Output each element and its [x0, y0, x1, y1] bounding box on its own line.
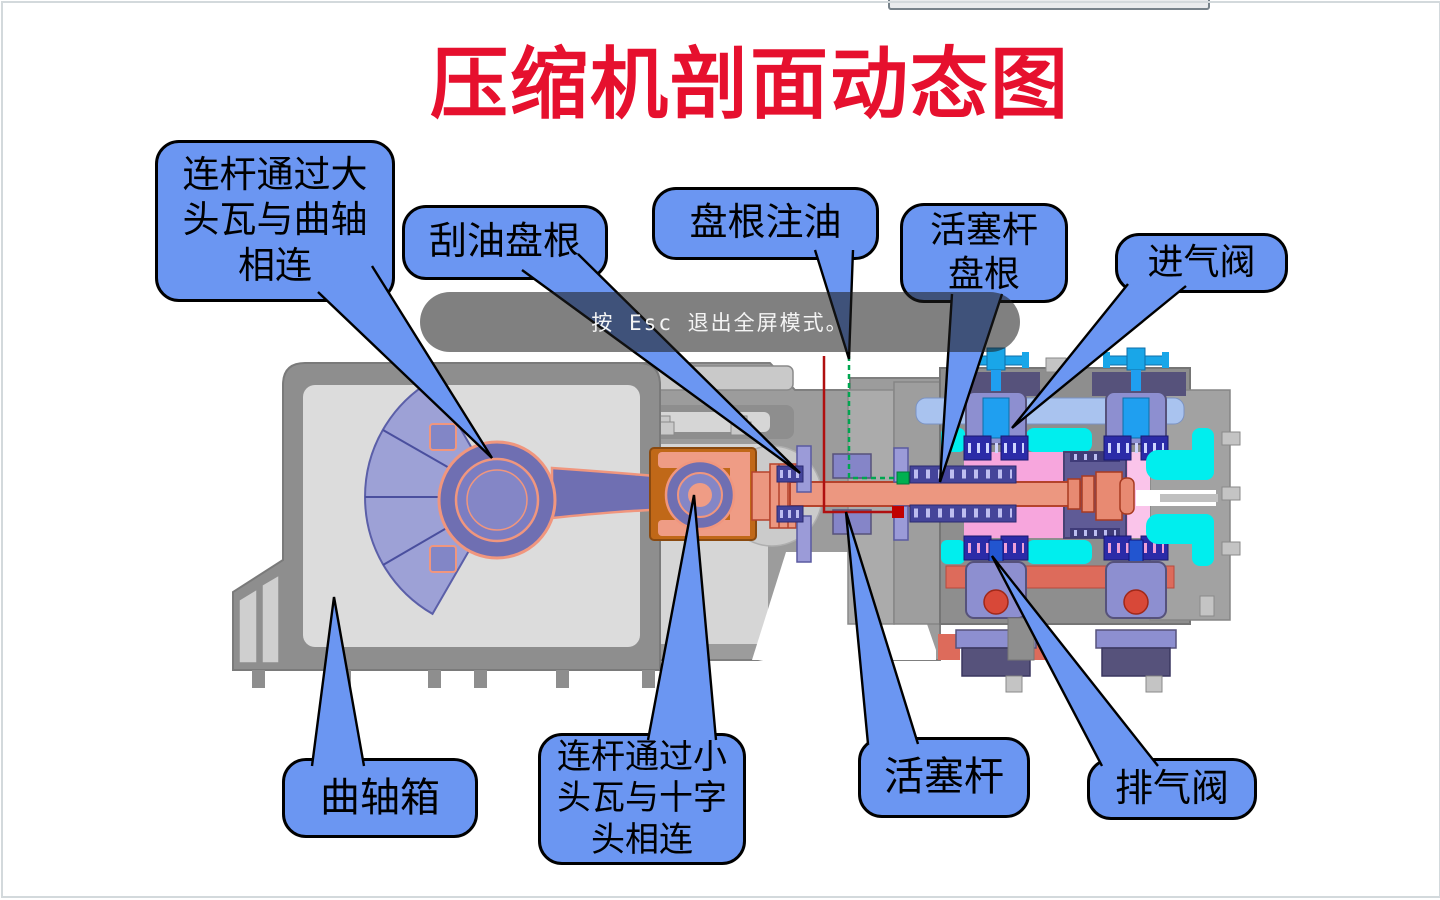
fullscreen-exit-toast-text: 按 Esc 退出全屏模式。 — [591, 311, 849, 335]
fullscreen-exit-toast: 按 Esc 退出全屏模式。 — [420, 292, 1020, 352]
callout-oil-scraper-packing: 刮油盘根 — [402, 205, 608, 280]
callout-conrod-big-end: 连杆通过大 头瓦与曲轴 相连 — [155, 140, 395, 302]
cylinder-head — [1136, 428, 1241, 617]
slide-title: 压缩机剖面动态图 — [429, 41, 1070, 128]
callout-piston-rod: 活塞杆 — [858, 737, 1030, 818]
callout-piston-rod-packing: 活塞杆 盘根 — [900, 203, 1068, 303]
callout-crankcase: 曲轴箱 — [282, 758, 478, 838]
callout-conrod-small-end: 连杆通过小 头瓦与十字 头相连 — [538, 733, 746, 865]
callout-packing-oil-injection: 盘根注油 — [652, 187, 879, 260]
browser-popup-remnant — [888, 0, 1210, 10]
oil-scraper-packing-shape — [776, 445, 812, 563]
callout-intake-valve: 进气阀 — [1115, 233, 1288, 293]
callout-exhaust-valve: 排气阀 — [1087, 758, 1257, 820]
